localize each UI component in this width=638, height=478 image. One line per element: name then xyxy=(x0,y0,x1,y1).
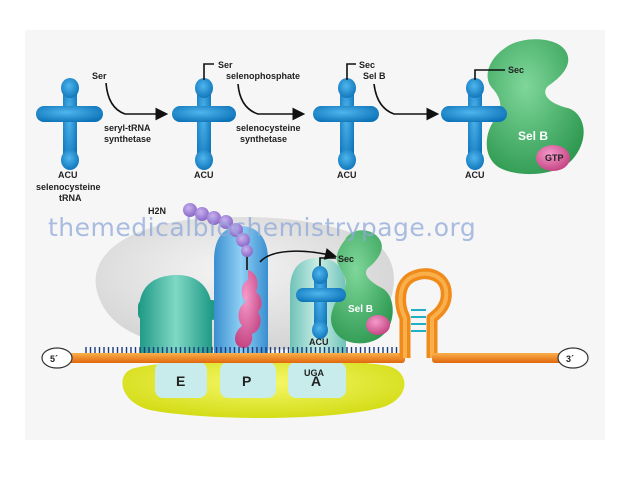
trna-3-attached: Sec xyxy=(359,60,375,70)
step2-enzyme-line1: selenocysteine xyxy=(236,123,301,133)
trna-3-anticodon: ACU xyxy=(337,170,357,180)
step3-arrow xyxy=(373,83,440,121)
peptidyl-trna xyxy=(235,270,262,349)
site-p-label: P xyxy=(242,373,251,389)
incoming-selb xyxy=(331,230,393,344)
mrna-3-prime-label: 3´ xyxy=(566,354,574,364)
mrna-codon-ticks xyxy=(85,347,398,353)
site-a-label: A xyxy=(311,373,321,389)
trna-3 xyxy=(313,78,379,170)
step3-reactant: Sel B xyxy=(363,71,386,81)
incoming-attached: Sec xyxy=(338,254,354,264)
watermark-text: themedicalbiochemistrypage.org xyxy=(48,213,476,242)
step1-arrow xyxy=(105,82,169,121)
trna-1-name-line2: tRNA xyxy=(59,193,82,203)
trna-4-attached: Sec xyxy=(508,65,524,75)
e-site xyxy=(138,274,218,398)
step1-enzyme-line1: seryl-tRNA xyxy=(104,123,151,133)
trna-2-stem-line xyxy=(203,63,214,80)
transfer-arrow xyxy=(259,248,337,263)
trna-2-anticodon: ACU xyxy=(194,170,214,180)
step2-reactant: selenophosphate xyxy=(226,71,300,81)
step2-arrow xyxy=(237,83,306,121)
trna-2 xyxy=(172,78,236,170)
incoming-anticodon: ACU xyxy=(309,337,329,347)
site-e-label: E xyxy=(176,373,185,389)
peptide-n-terminus: H2N xyxy=(148,206,166,216)
selb-protein xyxy=(486,39,584,175)
trna-3-stem-line xyxy=(346,63,356,80)
trna-4 xyxy=(441,78,507,170)
trna-1-name-line1: selenocysteine xyxy=(36,182,101,192)
trna-1-anticodon: ACU xyxy=(58,170,78,180)
trna-1 xyxy=(36,78,103,170)
mrna-3-prime-end xyxy=(557,347,589,369)
gtp-label: GTP xyxy=(545,153,564,163)
codon-label: UGA xyxy=(304,368,325,378)
mrna-strand xyxy=(55,268,570,363)
trna-2-attached: Ser xyxy=(218,60,233,70)
trna-4-anticodon: ACU xyxy=(465,170,485,180)
selb-label: Sel B xyxy=(518,129,548,143)
mrna-5-prime-label: 5´ xyxy=(50,354,58,364)
incoming-selb-label: Sel B xyxy=(348,304,373,315)
step1-enzyme-line2: synthetase xyxy=(104,134,151,144)
hairpin-base-pairs xyxy=(411,309,426,332)
mrna-5-prime-end xyxy=(41,347,73,369)
step2-enzyme-line2: synthetase xyxy=(240,134,287,144)
trna-4-stem-line xyxy=(474,69,505,80)
peptide-chain xyxy=(183,203,253,257)
incoming-trna xyxy=(296,266,346,339)
step1-reactant: Ser xyxy=(92,71,107,81)
gtp-molecule xyxy=(536,145,570,171)
